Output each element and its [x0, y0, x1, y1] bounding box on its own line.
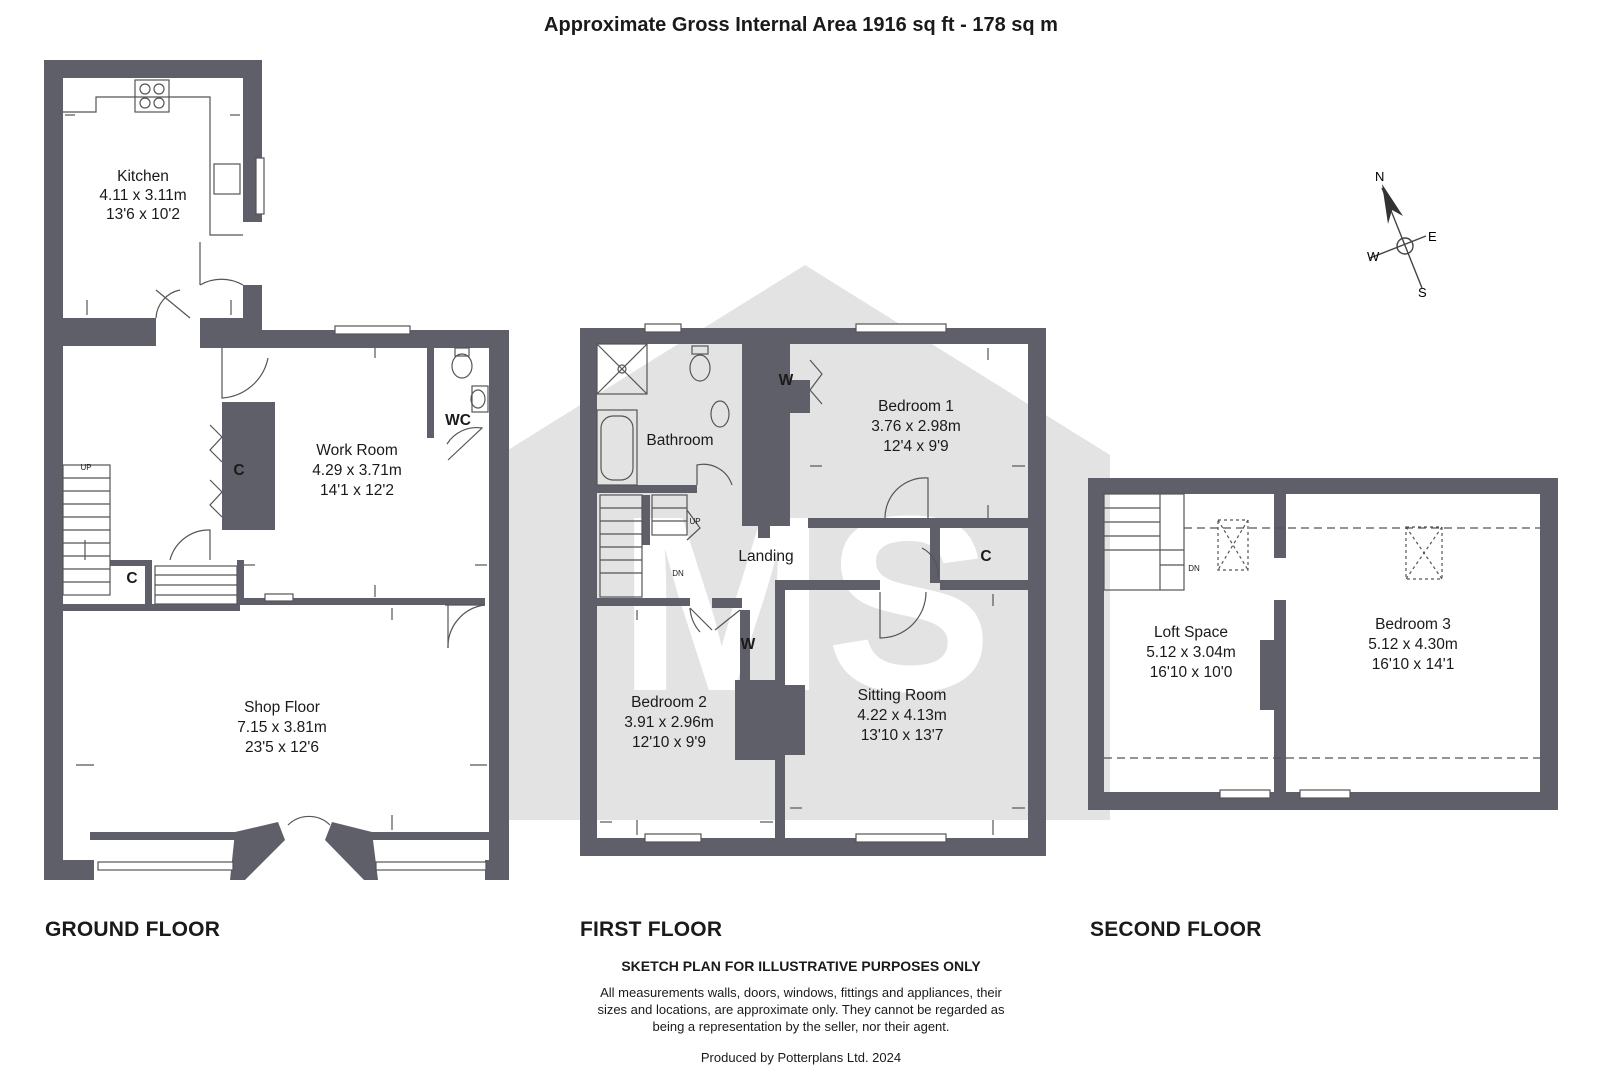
wardrobe-tag-2: W [741, 636, 756, 653]
ground-floor-details [62, 79, 489, 871]
disclaimer-heading: SKETCH PLAN FOR ILLUSTRATIVE PURPOSES ON… [621, 958, 981, 974]
loft-space-name: Loft Space [1154, 624, 1228, 641]
landing-name: Landing [738, 548, 793, 565]
disclaimer-line-3: being a representation by the seller, no… [652, 1019, 950, 1034]
stairs-down-tag: DN [672, 569, 684, 578]
wc-tag: WC [445, 412, 471, 429]
bathroom-name: Bathroom [646, 432, 713, 449]
work-room-metric: 4.29 x 3.71m [312, 462, 402, 479]
kitchen-metric: 4.11 x 3.11m [99, 187, 186, 204]
loft-space-metric: 5.12 x 3.04m [1146, 644, 1236, 661]
compass-icon: N E S W [1367, 169, 1437, 300]
compass-e: E [1428, 229, 1437, 244]
bedroom3-name: Bedroom 3 [1375, 616, 1451, 633]
disclaimer-line-1: All measurements walls, doors, windows, … [600, 985, 1002, 1000]
sitting-room-imperial: 13'10 x 13'7 [861, 727, 944, 744]
first-floor-details [596, 323, 1025, 843]
shop-floor-metric: 7.15 x 3.81m [237, 719, 327, 736]
second-floor-plan [1088, 478, 1558, 810]
bedroom2-metric: 3.91 x 2.96m [624, 714, 714, 731]
sink-icon [213, 163, 241, 195]
produced-by: Produced by Potterplans Ltd. 2024 [700, 1050, 902, 1065]
ground-floor-plan [44, 60, 509, 880]
work-room-imperial: 14'1 x 12'2 [320, 482, 394, 499]
work-room-name: Work Room [316, 442, 398, 459]
stairs-up-tag: UP [80, 463, 91, 472]
first-floor-label: FIRST FLOOR [580, 918, 723, 941]
first-floor-labels: Bathroom Bedroom 1 3.76 x 2.98m 12'4 x 9… [624, 372, 991, 751]
cupboard-tag: C [980, 548, 991, 565]
stairs-down-tag: DN [1188, 564, 1200, 573]
compass-n: N [1375, 169, 1384, 184]
bedroom1-imperial: 12'4 x 9'9 [883, 438, 948, 455]
second-floor-details [1103, 493, 1540, 799]
ground-floor-labels: Kitchen 4.11 x 3.11m 13'6 x 10'2 Work Ro… [80, 168, 470, 756]
cupboard-tag-2: C [126, 570, 137, 587]
kitchen-imperial: 13'6 x 10'2 [106, 206, 180, 223]
disclaimer-body: All measurements walls, doors, windows, … [0, 984, 1602, 1035]
compass-s: S [1418, 285, 1427, 300]
wardrobe-tag-1: W [779, 372, 794, 389]
ground-floor-label: GROUND FLOOR [45, 918, 221, 941]
shop-floor-imperial: 23'5 x 12'6 [245, 739, 319, 756]
second-floor-labels: Loft Space 5.12 x 3.04m 16'10 x 10'0 Bed… [1146, 564, 1458, 681]
second-floor-label: SECOND FLOOR [1090, 918, 1262, 941]
bedroom1-name: Bedroom 1 [878, 398, 954, 415]
compass-w: W [1367, 249, 1380, 264]
sitting-room-metric: 4.22 x 4.13m [857, 707, 947, 724]
bedroom3-imperial: 16'10 x 14'1 [1372, 656, 1455, 673]
shop-floor-name: Shop Floor [244, 699, 320, 716]
sitting-room-name: Sitting Room [858, 687, 947, 704]
cupboard-tag-1: C [233, 462, 244, 479]
hob-icon [134, 79, 170, 113]
bedroom3-metric: 5.12 x 4.30m [1368, 636, 1458, 653]
bedroom2-name: Bedroom 2 [631, 694, 707, 711]
page-title: Approximate Gross Internal Area 1916 sq … [544, 14, 1058, 36]
stairs-up-tag: UP [689, 517, 700, 526]
disclaimer-line-2: sizes and locations, are approximate onl… [597, 1002, 1005, 1017]
loft-space-imperial: 16'10 x 10'0 [1150, 664, 1233, 681]
bedroom1-metric: 3.76 x 2.98m [871, 418, 961, 435]
bedroom2-imperial: 12'10 x 9'9 [632, 734, 706, 751]
kitchen-name: Kitchen [117, 168, 169, 185]
